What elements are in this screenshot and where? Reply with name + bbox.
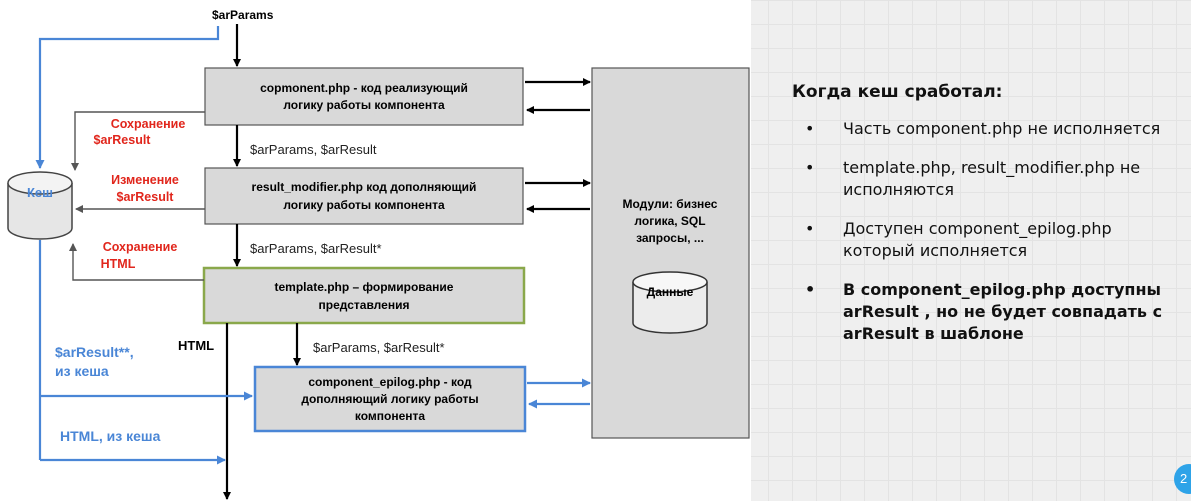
epilog-box-line-3: компонента	[355, 409, 426, 423]
template-box-line-1: template.php – формирование	[275, 280, 454, 294]
template-box: template.php – формирование представлени…	[202, 266, 526, 325]
notes-item: • Доступен component_epilog.php который и…	[792, 218, 1187, 262]
notes-item-text: В component_epilog.php доступны arResult…	[843, 280, 1163, 343]
data-cylinder-label: Данные	[647, 285, 694, 299]
notes-panel: Когда кеш сработал: • Часть component.php…	[792, 82, 1187, 362]
blue-label-html-from-cache: HTML, из кеша	[60, 428, 161, 444]
epilog-box-line-2: дополняющий логику работы	[301, 392, 478, 406]
flow-label-html: HTML	[178, 338, 214, 353]
blue-label-result-from-cache-1: $arResult**,	[55, 344, 134, 360]
red-label-save-result-2: $arResult	[94, 133, 152, 147]
component-box: copmonent.php - код реализующий логику р…	[204, 67, 524, 126]
flow-label-params-result: $arParams, $arResult	[250, 142, 377, 157]
bullet-icon: •	[805, 158, 815, 177]
arrow-save-html-to-cache	[69, 243, 204, 281]
cache-cylinder-label: Кеш	[27, 185, 53, 200]
cache-cylinder-icon: Кеш	[7, 171, 73, 240]
component-flow-diagram: $arParams copmonent.php - код реализующи…	[7, 8, 750, 500]
component-box-line-1: copmonent.php - код реализующий	[260, 81, 468, 95]
flow-label-params-result-star-2: $arParams, $arResult*	[313, 340, 445, 355]
red-label-save-html-2: HTML	[101, 257, 136, 271]
notes-item-text: Часть component.php не исполняется	[843, 119, 1161, 138]
bullet-icon: •	[805, 280, 816, 299]
notes-list: • Часть component.php не исполняется • tem…	[792, 118, 1187, 345]
red-label-save-result-1: Сохранение	[111, 117, 186, 131]
notes-item: • В component_epilog.php доступны arResul…	[792, 279, 1187, 345]
notes-item-text: template.php, result_modifier.php не исп…	[843, 158, 1141, 199]
arrow-save-result-to-cache	[71, 111, 205, 171]
bullet-icon: •	[805, 219, 815, 238]
notes-item: • template.php, result_modifier.php не ис…	[792, 157, 1187, 201]
bullet-icon: •	[805, 119, 815, 138]
modules-box-line-3: запросы, ...	[636, 231, 704, 245]
component-box-line-2: логику работы компонента	[283, 98, 445, 112]
result-modifier-box: result_modifier.php код дополняющий логи…	[204, 167, 524, 225]
red-label-save-html-1: Сохранение	[103, 240, 178, 254]
epilog-box: component_epilog.php - код дополняющий л…	[253, 365, 527, 433]
notes-item-text: Доступен component_epilog.php который ис…	[843, 219, 1112, 260]
flow-label-params-result-star: $arParams, $arResult*	[250, 241, 382, 256]
top-input-label: $arParams	[212, 8, 274, 22]
arrow-params-to-cache	[35, 26, 220, 169]
epilog-box-line-1: component_epilog.php - код	[308, 375, 472, 389]
notes-item: • Часть component.php не исполняется	[792, 118, 1187, 140]
red-label-change-result-2: $arResult	[117, 190, 175, 204]
modules-box: Модули: бизнес логика, SQL запросы, ...	[591, 67, 750, 439]
modules-box-line-1: Модули: бизнес	[623, 197, 718, 211]
blue-label-result-from-cache-2: из кеша	[55, 363, 109, 379]
modules-box-line-2: логика, SQL	[634, 214, 705, 228]
red-label-change-result-1: Изменение	[111, 173, 179, 187]
notes-title: Когда кеш сработал:	[792, 82, 1003, 102]
result-modifier-box-line-2: логику работы компонента	[283, 198, 445, 212]
slide-number-badge[interactable]: 2	[1174, 464, 1191, 494]
template-box-line-2: представления	[319, 298, 410, 312]
data-cylinder-icon: Данные	[632, 271, 708, 334]
result-modifier-box-line-1: result_modifier.php код дополняющий	[252, 180, 477, 194]
